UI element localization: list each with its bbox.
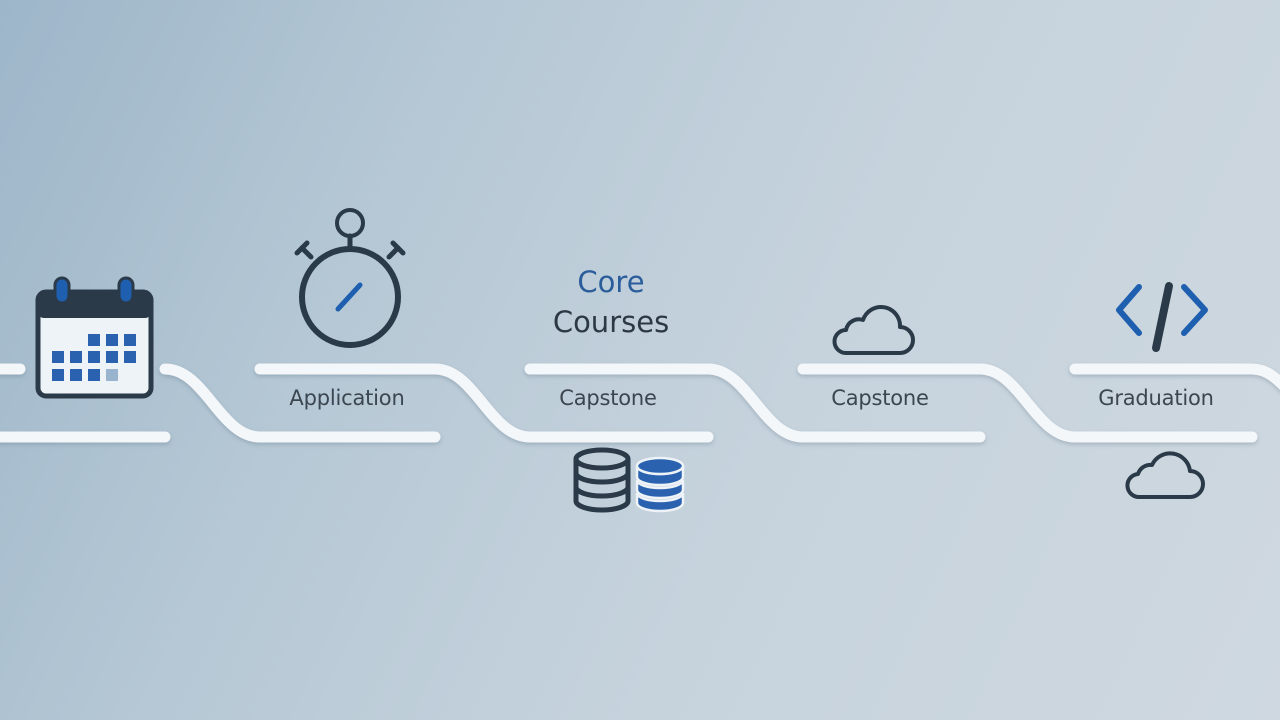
track-segment [524,363,986,443]
title-line-1: Core [577,265,645,299]
title-line-2: Courses [552,305,670,339]
stage-label-application: Application [289,386,405,410]
cloud-icon [832,305,915,355]
database-icon [573,447,685,513]
code-icon [1116,282,1208,352]
stage-label-capstone: Capstone [831,386,929,410]
track-segment [254,363,714,443]
roadmap-track [0,363,1280,443]
stage-label-capstone: Capstone [559,386,657,410]
track-segment [159,363,441,443]
track-segment [797,363,1258,443]
cloud-icon [1125,451,1205,500]
core-courses-title: Core Courses [553,262,669,342]
calendar-icon [35,276,154,399]
stopwatch-icon [294,208,406,348]
track-segment [1069,363,1280,390]
stage-label-graduation: Graduation [1098,386,1214,410]
